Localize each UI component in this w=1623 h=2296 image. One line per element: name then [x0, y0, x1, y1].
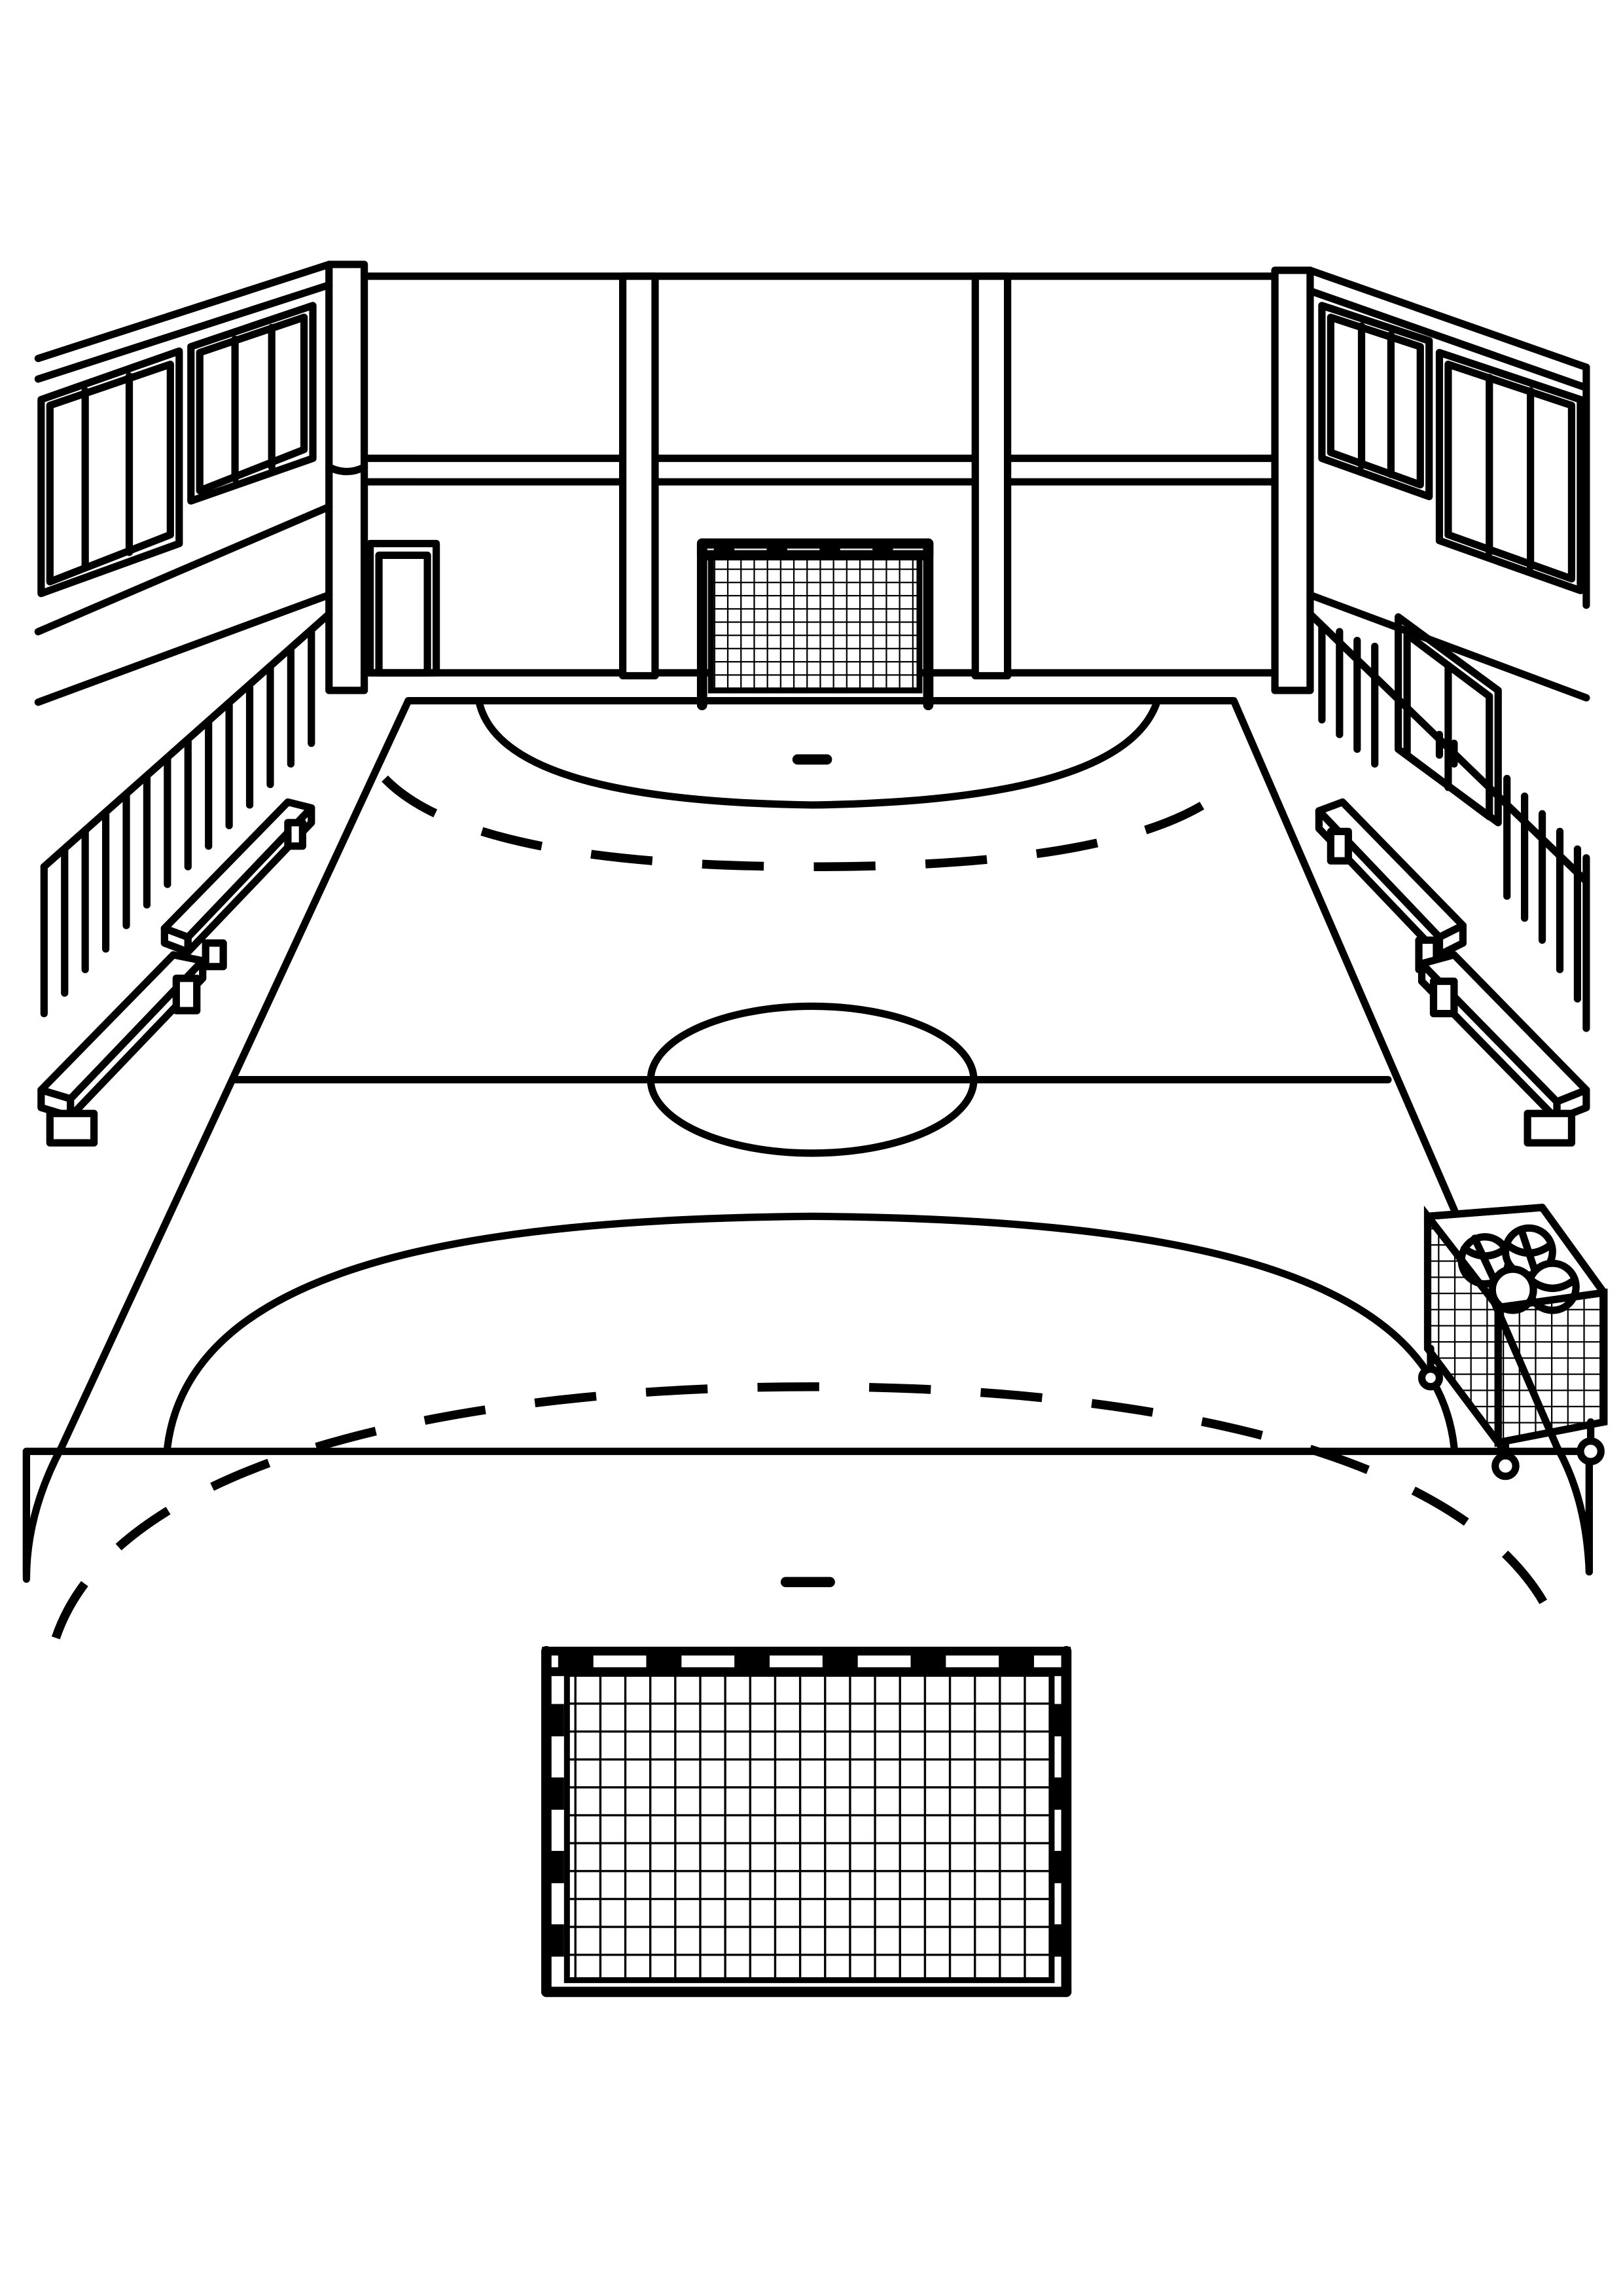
column-left — [325, 260, 368, 694]
center-circle — [647, 1002, 978, 1157]
left-wall-panelling — [40, 628, 315, 1018]
left-windows — [37, 302, 317, 598]
right-wall — [1306, 266, 1590, 1032]
back-wall — [325, 260, 1314, 694]
left-wall — [34, 260, 333, 1018]
far-free-throw-line — [382, 775, 1240, 871]
near-goal — [541, 1645, 1072, 1998]
column-right — [1271, 266, 1314, 694]
bench-right-back — [1315, 798, 1467, 973]
column-left-joint — [325, 463, 368, 476]
column-mid-left — [618, 272, 659, 680]
right-double-door — [1395, 613, 1502, 827]
far-goal-area — [475, 696, 1162, 809]
bench-left-back — [160, 798, 315, 971]
bench-right-front — [1418, 951, 1590, 1147]
back-door — [366, 539, 440, 677]
ball-cart — [1418, 1204, 1608, 1480]
near-free-throw-line — [51, 1382, 1564, 1640]
near-goal-area — [164, 1212, 1458, 1451]
court — [22, 696, 1593, 1640]
right-windows — [1318, 302, 1584, 594]
column-mid-right — [971, 272, 1012, 680]
right-wall-panelling — [1318, 622, 1590, 1032]
bench-left-front — [37, 951, 207, 1147]
far-goal — [696, 538, 934, 711]
